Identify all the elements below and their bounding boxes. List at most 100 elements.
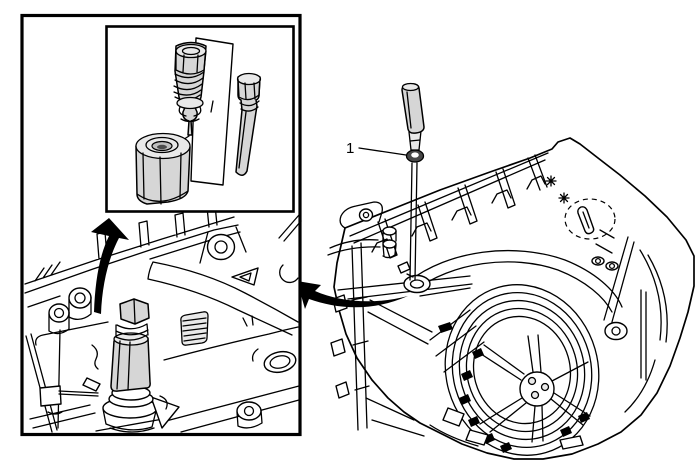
converter-ring bbox=[444, 284, 600, 456]
vent-valve-installed bbox=[58, 298, 180, 433]
seal-ring-bore bbox=[411, 152, 419, 158]
cap-bore-ring bbox=[145, 136, 179, 154]
vent-bracket bbox=[397, 261, 411, 274]
bottom-edge-line bbox=[429, 424, 479, 447]
left-rim-curves bbox=[327, 239, 381, 431]
transaxle-assembly: 1 bbox=[327, 82, 695, 460]
case-boss bbox=[236, 401, 262, 421]
valve-part-top-bore bbox=[181, 46, 201, 56]
stud-hole bbox=[608, 262, 616, 270]
tool-handle bbox=[401, 83, 425, 134]
converter-lugs bbox=[438, 322, 590, 453]
flange-end-boss bbox=[358, 208, 374, 222]
pin-part bbox=[235, 72, 262, 176]
oval-port-inner bbox=[269, 355, 291, 369]
callout-leader-line bbox=[358, 147, 407, 156]
pin-hex-lines bbox=[237, 78, 261, 100]
case-boss bbox=[68, 287, 92, 309]
rod-lines bbox=[58, 390, 168, 410]
deck-studs bbox=[382, 226, 619, 271]
valve-part-hex-lines bbox=[175, 50, 207, 75]
case-boss-hole bbox=[243, 405, 255, 417]
stud-hole bbox=[594, 257, 602, 265]
cap-bore-center bbox=[157, 144, 167, 150]
torque-converter bbox=[444, 284, 600, 456]
side-bracket bbox=[39, 385, 62, 407]
hub-hole bbox=[540, 382, 550, 392]
right-boss-hole bbox=[611, 326, 621, 336]
converter-hub bbox=[519, 371, 555, 407]
curved-arrow-to-inset-icon bbox=[91, 218, 129, 314]
stud-top bbox=[591, 256, 605, 266]
converter-ring bbox=[451, 291, 593, 449]
case-closeup bbox=[24, 204, 302, 433]
converter-ring bbox=[465, 307, 579, 433]
ribbed-knob-ribs bbox=[182, 317, 208, 342]
valve-fin bbox=[150, 396, 180, 429]
driver-tool bbox=[401, 82, 425, 281]
corner-bracket bbox=[231, 267, 259, 286]
flexplate-spokes bbox=[477, 334, 591, 443]
vent-boss-bore bbox=[409, 279, 425, 289]
case-boss bbox=[48, 303, 70, 323]
converter-ring bbox=[458, 299, 586, 441]
vent-boss bbox=[403, 274, 431, 294]
case-boss-hole bbox=[214, 240, 228, 254]
flange-end-hole bbox=[362, 211, 370, 219]
pin-rings bbox=[238, 94, 260, 112]
ribbed-knob bbox=[180, 311, 209, 346]
vent-port bbox=[397, 261, 431, 294]
curved-arrow-to-detail-icon bbox=[297, 281, 408, 309]
hub-hole bbox=[527, 376, 537, 386]
case-boss bbox=[206, 233, 236, 261]
boss-tower-sides bbox=[236, 409, 263, 429]
partial-bore bbox=[279, 264, 299, 284]
rib-band-curves bbox=[147, 261, 299, 361]
valve-part-threads bbox=[173, 71, 205, 101]
valve-part-nose-lines bbox=[178, 106, 202, 123]
pin-head-top bbox=[236, 72, 262, 86]
right-side-ribs bbox=[595, 229, 668, 413]
case-boss-hole bbox=[53, 307, 65, 319]
valve-body-top bbox=[113, 332, 149, 346]
dashed-boundary bbox=[564, 198, 616, 240]
inset-exploded-parts bbox=[135, 37, 262, 205]
hub-hole bbox=[530, 390, 540, 400]
stud-top bbox=[382, 239, 397, 249]
top-flange-lines bbox=[349, 152, 549, 253]
pin-shank-shade bbox=[238, 111, 247, 169]
bell-housing-arcs bbox=[407, 249, 623, 313]
valve-part-skirt bbox=[176, 96, 204, 110]
valve-head-facet bbox=[133, 298, 136, 324]
case-boss-hole bbox=[74, 292, 86, 304]
deck-slot-line bbox=[582, 211, 590, 229]
spoke-lines bbox=[477, 334, 591, 443]
stud-sides bbox=[382, 230, 397, 259]
valve-body-facets bbox=[116, 340, 131, 391]
tool-handle-top bbox=[401, 82, 420, 92]
valve-thread-collar bbox=[115, 323, 149, 341]
gauge-plate-dash bbox=[210, 100, 214, 113]
spring-clip bbox=[82, 377, 101, 392]
tool-shaft bbox=[409, 162, 418, 281]
corner-bracket-inner bbox=[239, 272, 252, 282]
valve-base-sides bbox=[102, 406, 158, 433]
transaxle-outline bbox=[333, 137, 695, 460]
tool-handle-shade bbox=[406, 91, 412, 129]
boss-plate-lines bbox=[199, 226, 247, 264]
stud-top bbox=[605, 261, 619, 271]
valve-cap-part bbox=[135, 132, 191, 205]
converter-ring bbox=[472, 315, 572, 425]
valve-part-top bbox=[175, 43, 207, 59]
left-edge-lugs bbox=[330, 294, 350, 399]
casting-mark-icon bbox=[545, 175, 570, 204]
right-boss bbox=[604, 321, 628, 341]
cap-facets bbox=[136, 152, 189, 205]
flange-end-loop bbox=[339, 201, 383, 229]
stud-top bbox=[382, 226, 397, 236]
deck-ribs bbox=[377, 154, 548, 259]
tool-ferrule-line bbox=[409, 139, 421, 142]
bottom-brackets bbox=[442, 407, 584, 450]
